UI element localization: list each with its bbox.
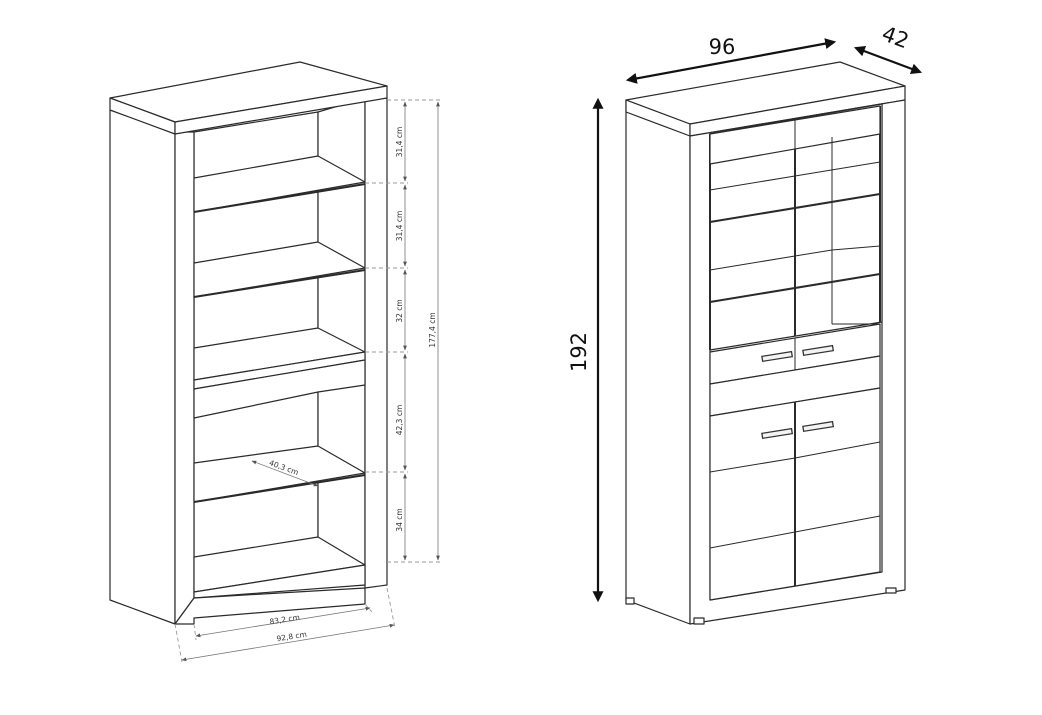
foot-right — [885, 587, 897, 594]
bottom-board — [193, 536, 366, 599]
drawer-row — [709, 323, 881, 417]
shelf-gap-dimensions: 31,4 cm 31,4 cm 32 cm 42,3 cm 34 cm 177,… — [365, 99, 440, 563]
depth-label: 42 — [879, 22, 912, 54]
gap-label-1: 31,4 cm — [395, 127, 404, 158]
shelf-4 — [193, 359, 366, 419]
gap-label-4: 42,3 cm — [395, 405, 404, 436]
door-handle-left — [761, 427, 794, 440]
gap-label-5: 34 cm — [395, 508, 404, 531]
outer-width-label: 92,8 cm — [276, 630, 308, 644]
left-cabinet: 31,4 cm 31,4 cm 32 cm 42,3 cm 34 cm 177,… — [109, 61, 440, 663]
lower-doors — [709, 387, 881, 601]
right-upright — [364, 97, 388, 589]
top-front — [174, 85, 388, 135]
foot-back — [625, 597, 635, 605]
height-label: 192 — [567, 332, 591, 372]
foot-left — [693, 617, 705, 625]
door-handle-right — [802, 420, 835, 433]
drawer-handle-left — [761, 350, 794, 363]
inner-height-label: 177,4 cm — [428, 312, 437, 347]
glass-door-section — [709, 103, 883, 351]
drawer-handle-right — [802, 344, 835, 357]
inner-width-label: 83,2 cm — [269, 613, 301, 627]
left-front-edge — [174, 131, 195, 625]
left-side-panel — [109, 109, 176, 625]
overall-dimensions: 96 42 192 — [567, 22, 923, 603]
right-side-panel — [625, 99, 691, 625]
gap-label-2: 31,4 cm — [395, 211, 404, 242]
width-label: 96 — [709, 35, 736, 59]
right-cabinet: 96 42 192 — [567, 22, 923, 625]
shelf-1 — [193, 155, 366, 213]
gap-label-3: 32 cm — [395, 299, 404, 322]
